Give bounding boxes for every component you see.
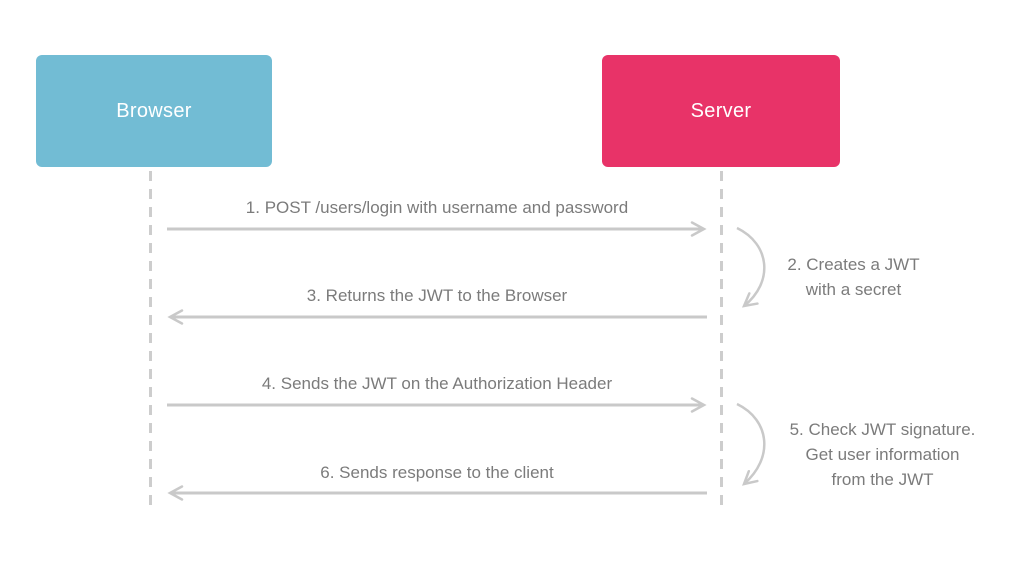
browser-actor-label: Browser [116, 99, 192, 122]
self-action-5-label: 5. Check JWT signature. Get user informa… [789, 420, 976, 489]
server-actor-box: Server [602, 55, 840, 167]
message-6-label: 6. Sends response to the client [320, 463, 554, 482]
self-action-2-curved-arrow-icon [736, 226, 766, 308]
self-action-5-curved-arrow-icon [736, 402, 766, 486]
message-3-label: 3. Returns the JWT to the Browser [306, 286, 568, 305]
message-1-label: 1. POST /users/login with username and p… [245, 198, 629, 217]
message-4-label: 4. Sends the JWT on the Authorization He… [261, 374, 613, 393]
browser-actor-box: Browser [36, 55, 272, 167]
self-action-2-label: 2. Creates a JWT with a secret [787, 255, 920, 299]
server-actor-label: Server [690, 99, 752, 122]
